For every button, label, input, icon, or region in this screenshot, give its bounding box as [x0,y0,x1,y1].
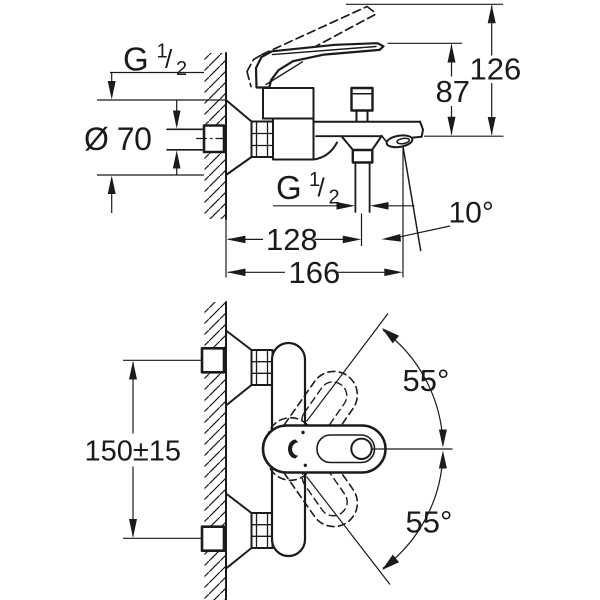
cartridge-base-side [262,87,315,120]
lever-pivot-dome [288,439,299,459]
valve-body-side [272,117,315,161]
ext-lines-spacing [123,359,202,539]
detail-dot-upper [301,430,305,435]
dim-escutcheon-diameter: Ø 70 [84,121,151,157]
dim-swivel-lower: 55° [406,505,453,540]
hex-nut-side [250,120,274,158]
spout-aerator [385,134,414,149]
dim-spout-angle: 10° [449,197,494,230]
detail-dot-lower [303,463,307,467]
lever-side-detail [265,45,377,86]
wall-hatch-plan [204,302,226,600]
dim-height-open: 126 [470,52,522,87]
shower-outlet [351,148,374,164]
escutcheon-cone-side [225,99,253,176]
dim-offset-outlet: 128 [266,222,318,257]
dim-connection-spacing: 150±15 [85,436,182,468]
angle-10-line [402,145,422,252]
hex-nut-lower [250,512,274,549]
swing-ext-lines [306,313,391,585]
dim-height-closed: 87 [436,74,470,109]
escutcheon-cone-upper [225,329,253,407]
escutcheon-cone-lower [225,492,253,570]
dim-thread-outlet-label: G 1 / 2 [276,156,340,209]
dim-swivel-upper: 55° [403,363,450,398]
dim-thread-wall-label: G 1 / 2 [123,28,187,81]
hex-nut-facets [250,120,274,158]
plan-view: 150±15 55° 55° [85,301,453,600]
side-view: G 1 / 2 Ø 70 87 126 G 1 / 2 128 166 10° [84,3,522,290]
spout-end [411,120,424,139]
wall-union-square-lower [200,525,226,553]
diverter-knob [350,86,374,112]
hex-nut-upper [250,349,274,386]
dim-offset-spout: 166 [289,255,341,290]
shower-outlet-pipe [354,161,371,213]
outlet-funnel [340,135,383,151]
wall-union-square-upper [200,346,226,374]
lever-end-ring [350,437,373,460]
body-underside-curve [312,141,338,161]
lever-side [254,42,385,89]
diverter-stem [355,109,369,122]
supply-pipe-stub [166,128,205,151]
